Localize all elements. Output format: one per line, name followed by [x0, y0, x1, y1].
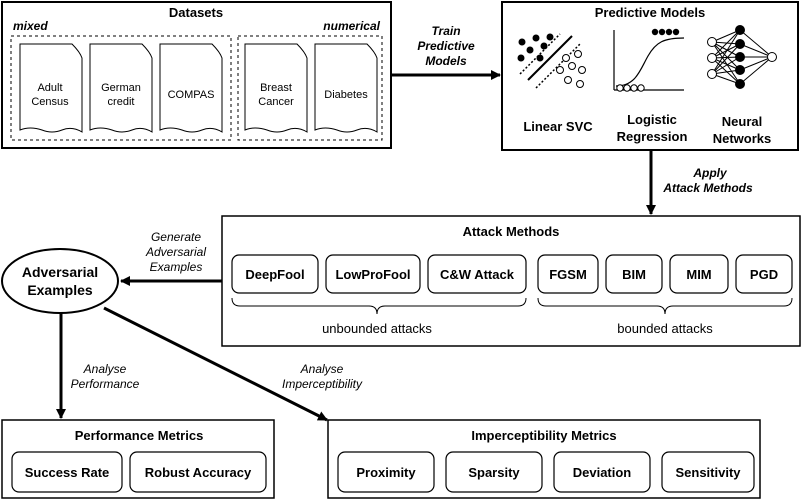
mixed-label: mixed	[13, 19, 48, 33]
svg-text:Attack Methods: Attack Methods	[662, 181, 753, 195]
svg-text:Imperceptibility: Imperceptibility	[282, 377, 363, 391]
svg-text:Breast: Breast	[260, 82, 292, 94]
mixed-group	[10, 35, 232, 141]
numerical-label: numerical	[323, 19, 380, 33]
metric-proximity: Proximity	[337, 451, 435, 493]
svg-text:German: German	[101, 82, 141, 94]
dataset-adult-census: Adult Census	[19, 43, 83, 133]
datasets-title: Datasets	[169, 5, 223, 20]
analyse-imperceptibility-arrow: Analyse Imperceptibility	[103, 306, 363, 422]
svg-text:Performance: Performance	[71, 377, 140, 391]
svg-text:Adversarial: Adversarial	[22, 264, 98, 280]
svg-text:Examples: Examples	[27, 282, 93, 298]
unbounded-label: unbounded attacks	[322, 321, 432, 336]
logistic-regression-icon	[613, 28, 685, 92]
svg-text:Deviation: Deviation	[573, 465, 632, 480]
svg-text:Adversarial: Adversarial	[145, 245, 206, 259]
neural-label-2: Networks	[713, 131, 772, 146]
dataset-diabetes: Diabetes	[314, 43, 378, 133]
metric-robust-accuracy: Robust Accuracy	[129, 451, 267, 493]
dataset-compas: COMPAS	[159, 43, 223, 133]
svg-text:FGSM: FGSM	[549, 267, 587, 282]
svg-text:Models: Models	[425, 54, 467, 68]
metric-success-rate: Success Rate	[11, 451, 123, 493]
metric-deviation: Deviation	[553, 451, 651, 493]
logistic-label-1: Logistic	[627, 112, 677, 127]
bounded-label: bounded attacks	[617, 321, 713, 336]
svg-text:C&W Attack: C&W Attack	[440, 267, 515, 282]
svg-text:PGD: PGD	[750, 267, 778, 282]
svg-text:Success Rate: Success Rate	[25, 465, 110, 480]
train-arrow: Train Predictive Models	[392, 24, 501, 80]
svg-text:Analyse: Analyse	[83, 362, 127, 376]
svg-text:Cancer: Cancer	[258, 96, 294, 108]
svg-text:Adult: Adult	[37, 82, 62, 94]
unbounded-brace	[231, 297, 527, 315]
svg-text:credit: credit	[108, 96, 135, 108]
neural-network-icon	[707, 25, 777, 89]
svg-text:Diabetes: Diabetes	[324, 89, 368, 101]
analyse-performance-arrow: Analyse Performance	[56, 313, 140, 419]
linear-svc-icon	[517, 33, 586, 89]
attack-fgsm: FGSM	[537, 254, 599, 294]
svg-text:LowProFool: LowProFool	[335, 267, 410, 282]
svg-text:Analyse: Analyse	[300, 362, 344, 376]
svg-text:Apply: Apply	[692, 166, 728, 180]
performance-metrics-panel: Performance Metrics Success Rate Robust …	[1, 419, 275, 499]
attack-cw: C&W Attack	[427, 254, 527, 294]
svg-text:Sensitivity: Sensitivity	[675, 465, 741, 480]
metric-sparsity: Sparsity	[445, 451, 543, 493]
svg-text:DeepFool: DeepFool	[245, 267, 304, 282]
adversarial-examples-node: Adversarial Examples	[1, 248, 119, 314]
attack-bim: BIM	[605, 254, 663, 294]
logistic-label-2: Regression	[617, 129, 688, 144]
apply-arrow: Apply Attack Methods	[646, 150, 753, 215]
svg-text:Proximity: Proximity	[356, 465, 416, 480]
attack-methods-title: Attack Methods	[463, 224, 560, 239]
dataset-german-credit: German credit	[89, 43, 153, 133]
linear-svc-label: Linear SVC	[523, 119, 593, 134]
datasets-panel: Datasets mixed numerical Adult Census Ge…	[1, 1, 392, 149]
attack-pgd: PGD	[735, 254, 793, 294]
svg-text:Census: Census	[31, 96, 69, 108]
svg-text:Examples: Examples	[150, 260, 203, 274]
svg-text:COMPAS: COMPAS	[168, 89, 215, 101]
svg-text:Robust Accuracy: Robust Accuracy	[145, 465, 252, 480]
svg-text:Sparsity: Sparsity	[468, 465, 520, 480]
predictive-models-title: Predictive Models	[595, 5, 706, 20]
performance-metrics-title: Performance Metrics	[75, 428, 204, 443]
bounded-brace	[537, 297, 793, 315]
generate-arrow: Generate Adversarial Examples	[120, 230, 222, 286]
numerical-group	[237, 35, 383, 141]
attack-methods-panel: Attack Methods DeepFool LowProFool C&W A…	[221, 215, 801, 347]
imperceptibility-metrics-title: Imperceptibility Metrics	[471, 428, 616, 443]
svg-text:BIM: BIM	[622, 267, 646, 282]
metric-sensitivity: Sensitivity	[661, 451, 755, 493]
attack-deepfool: DeepFool	[231, 254, 319, 294]
dataset-breast-cancer: Breast Cancer	[244, 43, 308, 133]
svg-text:MIM: MIM	[686, 267, 711, 282]
predictive-models-panel: Predictive Models Linear SVC	[501, 1, 799, 151]
svg-text:Generate: Generate	[151, 230, 201, 244]
svg-text:Predictive: Predictive	[417, 39, 475, 53]
imperceptibility-metrics-panel: Imperceptibility Metrics Proximity Spars…	[327, 419, 761, 499]
neural-label-1: Neural	[722, 114, 762, 129]
attack-lowprofool: LowProFool	[325, 254, 421, 294]
attack-mim: MIM	[669, 254, 729, 294]
svg-text:Train: Train	[431, 24, 460, 38]
